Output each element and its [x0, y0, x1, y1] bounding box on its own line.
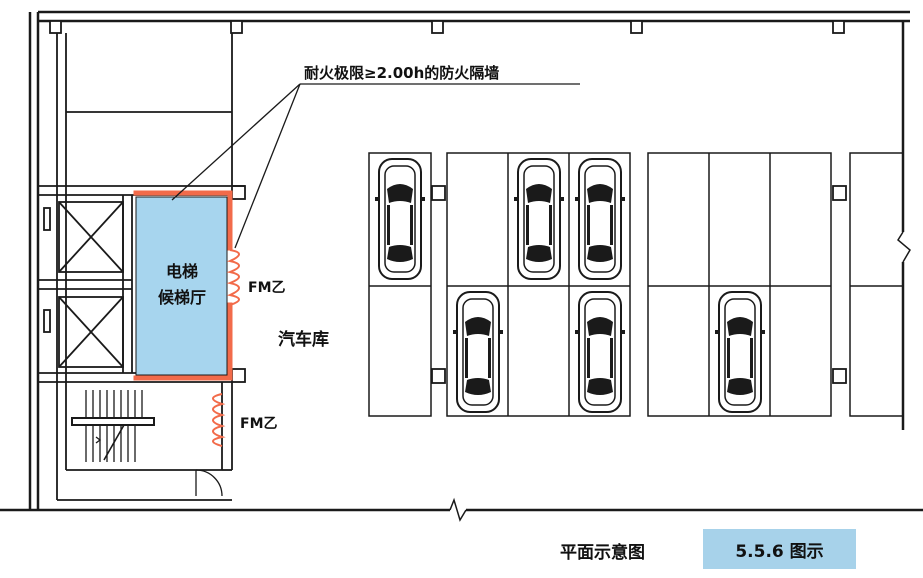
fire-door-upper	[226, 249, 240, 306]
fire-door-lower	[212, 393, 226, 447]
fire-wall-annotation: 耐火极限≥2.00h的防火隔墙	[304, 64, 499, 82]
elevator-lobby	[135, 196, 228, 376]
fire-door-lower-label: FM乙	[240, 416, 278, 432]
fire-partition-wall	[133, 190, 233, 381]
car	[714, 291, 766, 413]
fire-door-upper-label: FM乙	[248, 280, 286, 296]
building-walls	[0, 10, 923, 522]
figure-number-box: 5.5.6 图示	[703, 529, 856, 569]
elevator-shafts	[43, 195, 133, 373]
car	[574, 291, 626, 413]
car	[513, 158, 565, 280]
staircase	[71, 390, 155, 462]
car	[374, 158, 426, 280]
structural-columns	[49, 20, 847, 384]
car	[574, 158, 626, 280]
lobby-label-line2: 候梯厅	[158, 288, 206, 307]
annotation-leader-lines	[171, 83, 580, 249]
figure-number: 5.5.6 图示	[735, 541, 824, 562]
car	[452, 291, 504, 413]
caption-title: 平面示意图	[560, 543, 645, 563]
parking-stalls	[368, 152, 903, 417]
lobby-label-line1: 电梯	[166, 262, 198, 281]
garage-label: 汽车库	[278, 329, 329, 350]
